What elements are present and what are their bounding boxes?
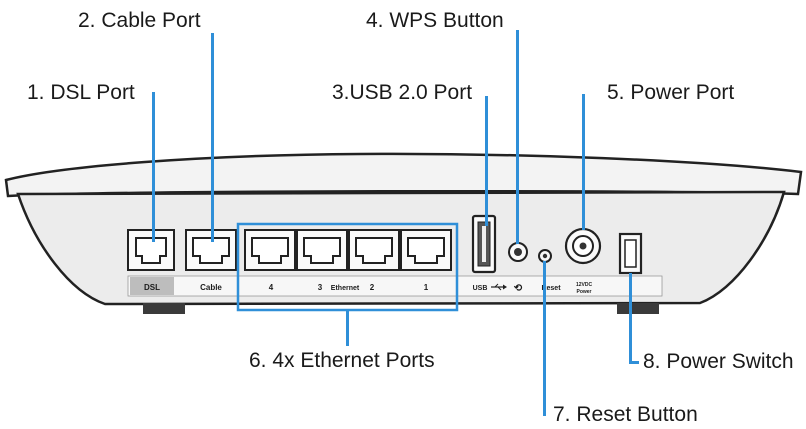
leader-dsl-port xyxy=(152,92,155,242)
callout-dsl-port: 1. DSL Port xyxy=(27,81,135,104)
ethernet-port-4 xyxy=(244,229,296,271)
ethernet-port-3 xyxy=(296,229,348,271)
dsl-port xyxy=(127,229,175,271)
power-port xyxy=(564,227,602,265)
callout-power-switch: 8. Power Switch xyxy=(643,350,794,373)
panel-label-reset: Reset xyxy=(541,285,561,292)
callout-usb-port: 3.USB 2.0 Port xyxy=(332,81,473,104)
leader-power-switch-vertical xyxy=(629,273,632,363)
router-foot-right xyxy=(617,303,659,314)
panel-label-eth-1: 1 xyxy=(424,283,429,292)
ethernet-port-1 xyxy=(400,229,452,271)
leader-power-port xyxy=(582,94,585,230)
leader-wps-button xyxy=(516,30,519,244)
leader-usb-port xyxy=(485,96,488,226)
callout-cable-port: 2. Cable Port xyxy=(78,9,201,32)
router-foot-left xyxy=(143,303,185,314)
dsl-label-bg xyxy=(130,277,174,295)
wps-button xyxy=(508,242,528,262)
leader-reset-button xyxy=(543,261,546,416)
panel-label-dsl: DSL xyxy=(144,283,160,292)
panel-label-eth-3: 3 xyxy=(318,283,323,292)
panel-label-power-bottom: Power xyxy=(576,289,591,295)
panel-label-usb: USB xyxy=(473,285,488,292)
leader-power-switch-horizontal xyxy=(629,361,639,364)
panel-label-ethernet: Ethernet xyxy=(331,285,360,292)
usb-port xyxy=(471,214,497,274)
callout-power-port: 5. Power Port xyxy=(607,81,735,104)
leader-cable-port xyxy=(211,33,214,242)
usb-symbol-icon xyxy=(491,283,507,291)
label-strip xyxy=(127,275,663,297)
panel-label-power-top: 12VDC xyxy=(576,282,593,288)
reset-button xyxy=(538,249,552,263)
panel-label-eth-2: 2 xyxy=(370,283,375,292)
callout-wps-button: 4. WPS Button xyxy=(366,9,504,32)
leader-ethernet-ports xyxy=(346,310,349,346)
callout-ethernet-ports: 6. 4x Ethernet Ports xyxy=(249,349,435,372)
panel-label-wps-symbol: ⟲ xyxy=(514,283,523,294)
callout-reset-button: 7. Reset Button xyxy=(553,403,698,426)
ethernet-port-2 xyxy=(348,229,400,271)
panel-label-eth-4: 4 xyxy=(269,283,274,292)
router-lid xyxy=(4,152,803,198)
panel-label-cable: Cable xyxy=(200,283,222,292)
power-switch xyxy=(618,232,643,275)
